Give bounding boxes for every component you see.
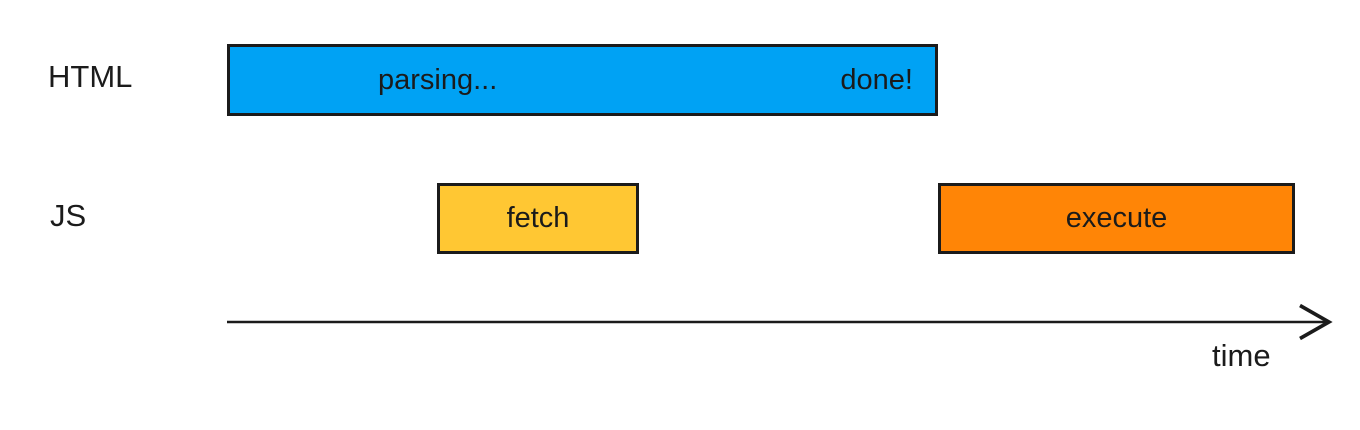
parsing-start-text: parsing...	[378, 63, 498, 96]
parsing-done-text: done!	[840, 63, 913, 96]
html-parsing-bar: parsing... done!	[227, 44, 938, 116]
html-row-label: HTML	[48, 59, 133, 94]
js-row-label: JS	[50, 198, 87, 233]
time-axis-label: time	[1212, 338, 1271, 373]
js-fetch-bar: fetch	[437, 183, 639, 254]
fetch-bar-label: fetch	[506, 202, 570, 234]
js-execute-bar: execute	[938, 183, 1295, 254]
execute-bar-label: execute	[1065, 202, 1168, 234]
